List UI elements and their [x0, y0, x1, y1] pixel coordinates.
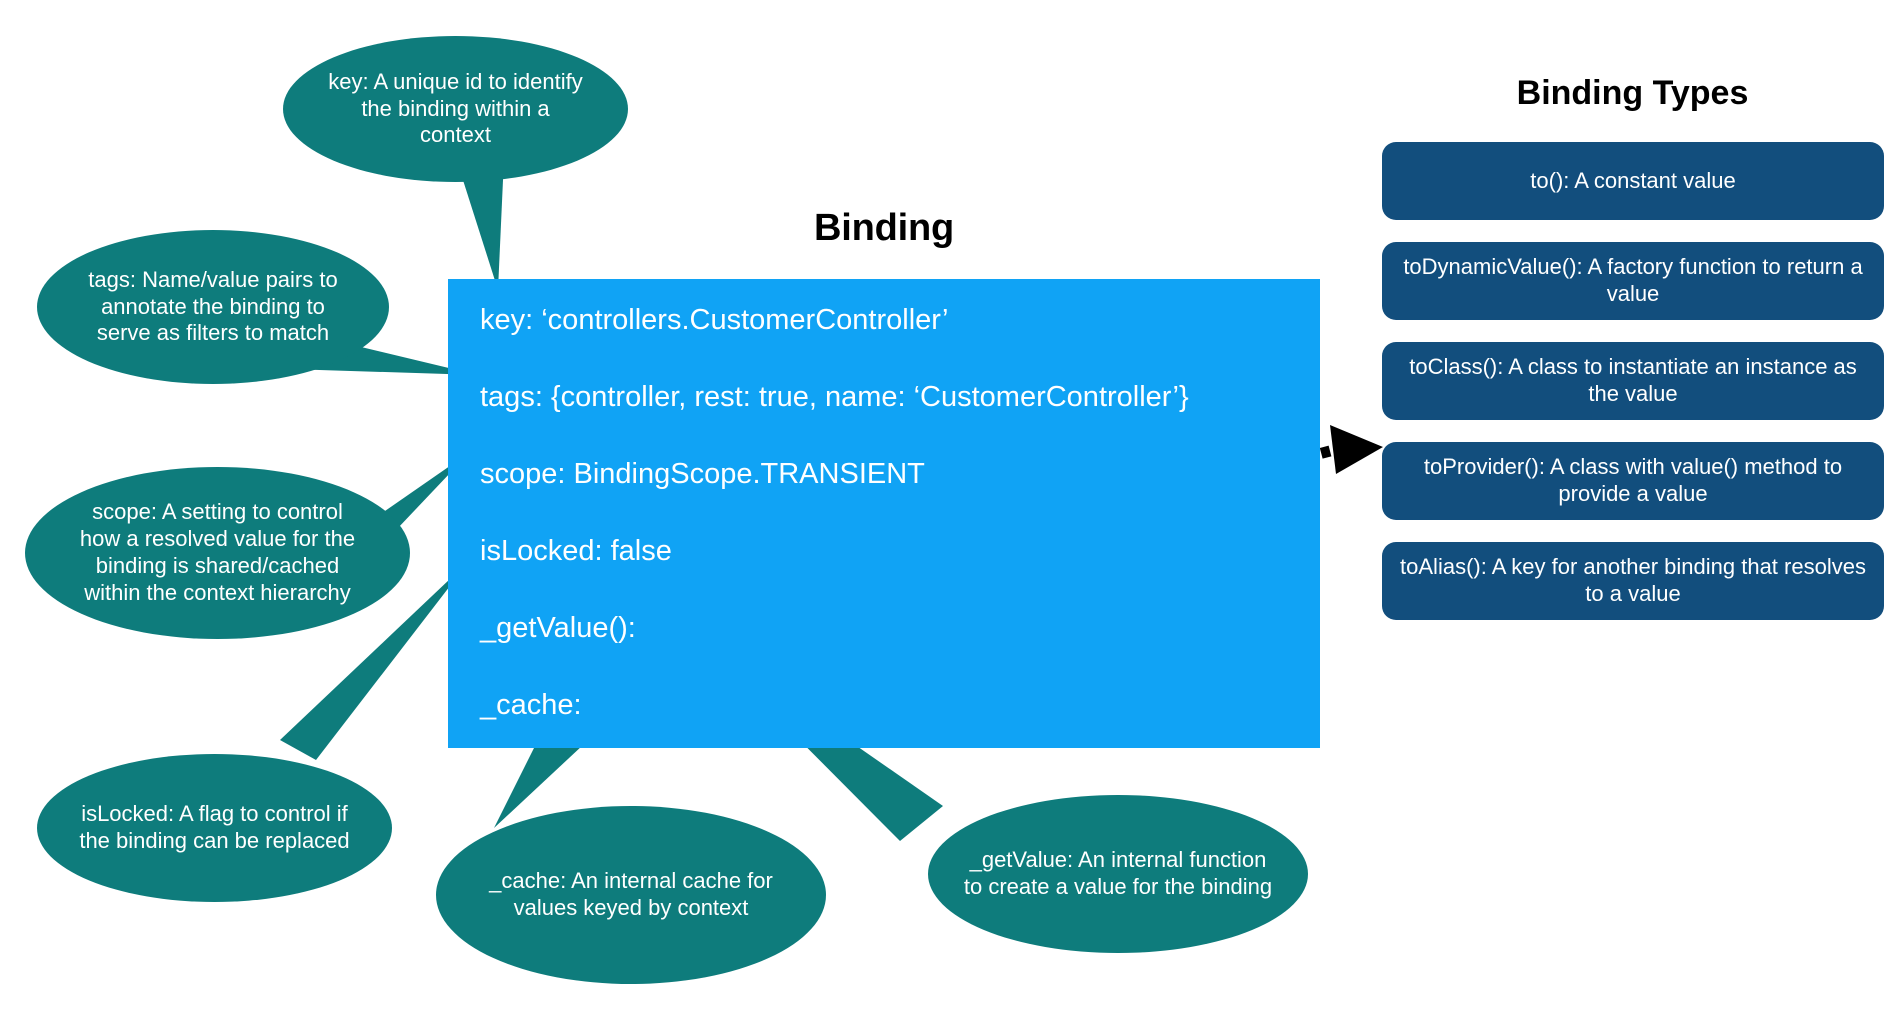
callout-key-text: key: A unique id to identify the binding…	[328, 68, 583, 148]
binding-type-toclass-label: toClass(): A class to instantiate an ins…	[1409, 354, 1857, 406]
binding-type-toclass: toClass(): A class to instantiate an ins…	[1382, 342, 1884, 420]
callout-getvalue-text: _getValue: An internal function to creat…	[963, 847, 1273, 899]
callout-scope-text: scope: A setting to control how a resolv…	[79, 499, 356, 605]
binding-field-tags: tags: {controller, rest: true, name: ‘Cu…	[480, 381, 1189, 413]
binding-field-getvalue: _getValue():	[480, 612, 636, 644]
binding-type-toprovider-label: toProvider(): A class with value() metho…	[1423, 454, 1843, 506]
callout-islocked-text: isLocked: A flag to control if the bindi…	[79, 801, 350, 853]
connector-tail-key	[455, 155, 504, 290]
binding-title: Binding	[813, 207, 954, 249]
binding-type-toprovider: toProvider(): A class with value() metho…	[1382, 442, 1884, 520]
binding-type-todynamicvalue-label: toDynamicValue(): A factory function to …	[1403, 254, 1863, 306]
binding-field-islocked: isLocked: false	[480, 535, 672, 567]
callout-tags-text: tags: Name/value pairs to annotate the b…	[88, 266, 338, 346]
binding-type-to: to(): A constant value	[1382, 142, 1884, 220]
callout-tags: tags: Name/value pairs to annotate the b…	[37, 230, 389, 384]
callout-islocked: isLocked: A flag to control if the bindi…	[37, 754, 392, 902]
connector-tail-islocked	[280, 560, 470, 760]
binding-box	[448, 279, 1320, 748]
binding-type-to-label: to(): A constant value	[1530, 167, 1736, 193]
binding-field-cache: _cache:	[480, 689, 582, 721]
connector-tail-cache	[494, 744, 583, 828]
binding-types-title: Binding Types	[1516, 74, 1749, 112]
binding-type-toalias: toAlias(): A key for another binding tha…	[1382, 542, 1884, 620]
binding-type-todynamicvalue: toDynamicValue(): A factory function to …	[1382, 242, 1884, 320]
callout-getvalue: _getValue: An internal function to creat…	[928, 795, 1308, 953]
callout-key: key: A unique id to identify the binding…	[283, 36, 628, 182]
callout-cache-text: _cache: An internal cache for values key…	[489, 868, 773, 920]
binding-type-toalias-label: toAlias(): A key for another binding tha…	[1400, 554, 1866, 606]
callout-scope: scope: A setting to control how a resolv…	[25, 467, 410, 639]
dotted-arrow-head	[1330, 425, 1383, 474]
binding-field-scope: scope: BindingScope.TRANSIENT	[480, 458, 925, 490]
binding-types-list: to(): A constant value toDynamicValue():…	[1382, 142, 1884, 642]
binding-field-key: key: ‘controllers.CustomerController’	[480, 304, 949, 336]
callout-cache: _cache: An internal cache for values key…	[436, 806, 826, 984]
